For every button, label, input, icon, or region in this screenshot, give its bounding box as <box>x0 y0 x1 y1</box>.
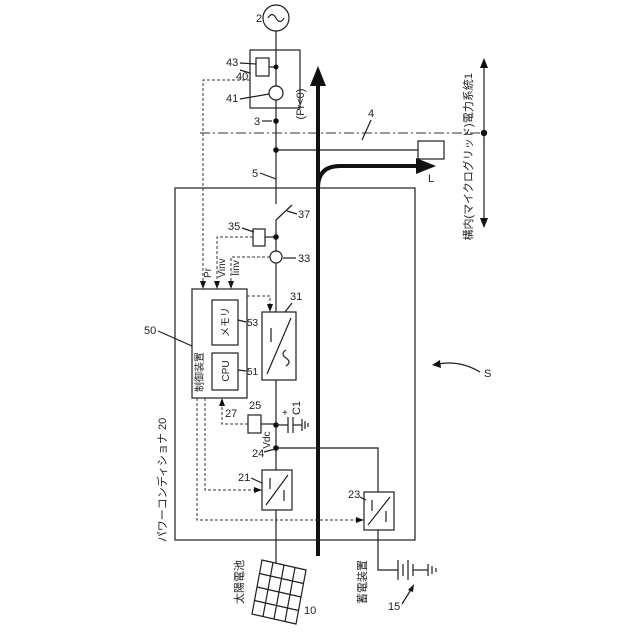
meter-sub-43-label: 43 <box>226 57 238 69</box>
signal-vinv-label: Vinv <box>217 258 228 277</box>
converter-21-label: 21 <box>238 472 250 484</box>
power-flow-arrow-main-head <box>310 66 326 86</box>
battery-ground-symbol <box>428 564 436 576</box>
converter-23-label: 23 <box>348 489 360 501</box>
sensor-35-dot <box>273 234 279 240</box>
storage-wire <box>378 530 398 570</box>
grid-axis-arrow-up <box>480 58 488 68</box>
battery-symbol <box>398 560 413 580</box>
storage-ref-arrow <box>408 584 414 592</box>
vdc-label: Vdc <box>262 431 273 448</box>
meter-label: 40 <box>236 71 248 83</box>
controller-ref-label: 50 <box>144 325 156 337</box>
load-label: L <box>428 173 434 185</box>
sensor-35-label: 35 <box>228 221 240 233</box>
switch-37-blade <box>276 205 292 220</box>
solar-ref-label: 10 <box>304 605 316 617</box>
sensor-33-label: 33 <box>298 253 310 265</box>
meter-element-43 <box>256 58 269 76</box>
ac-source-label: 2 <box>256 13 262 25</box>
line-5-leader <box>260 173 276 179</box>
storage-ref-label: 15 <box>388 601 400 613</box>
capacitor-plus-label: + <box>282 408 288 419</box>
node-3-label: 3 <box>254 116 260 128</box>
switch-37-label: 37 <box>298 209 310 221</box>
grid-axis-arrow-down <box>480 218 488 228</box>
sensor-35-box <box>253 229 265 246</box>
memory-label: メモリ <box>221 307 232 337</box>
sensor-35-leader <box>242 228 254 232</box>
meter-sub-41-label: 41 <box>226 93 238 105</box>
line-5-label: 5 <box>252 168 258 180</box>
cpu-ref-label: 51 <box>247 367 259 378</box>
sensor-33-ct <box>270 251 282 263</box>
load-junction-dot <box>273 147 279 153</box>
power-grid-label: 電力系統1 <box>461 73 475 123</box>
power-flow-arrow-load-head <box>416 158 436 174</box>
converter-21-leader <box>251 478 262 483</box>
control-to-23-arrow <box>356 517 364 523</box>
system-label: S <box>484 368 491 380</box>
node-24-label: 24 <box>252 448 264 460</box>
cpu-label: CPU <box>221 360 232 381</box>
sensor-25-label: 25 <box>249 400 261 412</box>
signal-pr-label: Pr <box>203 267 214 278</box>
premises-label: 構内(マイクログリッド) <box>461 123 475 240</box>
capacitor-ground-symbol <box>302 419 308 431</box>
signal-iinv-arrow <box>228 281 234 289</box>
grid-boundary-leader <box>362 120 371 140</box>
controller-label: 制御装置 <box>193 352 206 392</box>
node-3-dot <box>273 118 279 124</box>
load-box <box>418 141 444 159</box>
signal-pr-line <box>203 80 250 282</box>
power-flow-arrow-load <box>318 166 418 188</box>
inverter-ref-leader <box>285 303 292 312</box>
grid-boundary-ref-label: 4 <box>368 108 374 120</box>
signal-pr-arrow <box>200 281 206 289</box>
control-to-21-arrow <box>254 487 262 493</box>
sensor-27-arrow <box>219 398 225 406</box>
system-leader <box>438 363 480 372</box>
inverter-ref-label: 31 <box>290 291 302 303</box>
switch-37-leader <box>287 211 297 214</box>
control-to-inverter-line <box>247 296 270 306</box>
signal-iinv-label: Iinv <box>231 260 242 276</box>
sensor-27-label: 27 <box>225 408 237 420</box>
pr-condition-label: (Pr<0) <box>295 89 307 120</box>
power-conditioner-label: パワーコンディショナ 20 <box>155 418 169 543</box>
solar-cell-label: 太陽電池 <box>233 560 246 604</box>
sensor-25-box <box>248 415 261 433</box>
capacitor-label: C1 <box>291 401 303 415</box>
signal-vinv-arrow <box>214 281 220 289</box>
meter-junction-dot <box>274 65 279 70</box>
meter-element-41 <box>269 86 283 100</box>
ac-source-tilde <box>268 15 284 22</box>
memory-ref-label: 53 <box>247 318 259 329</box>
storage-label: 蓄電装置 <box>356 560 369 604</box>
control-to-inverter-arrow <box>267 304 273 312</box>
system-leader-arrow <box>432 360 441 368</box>
